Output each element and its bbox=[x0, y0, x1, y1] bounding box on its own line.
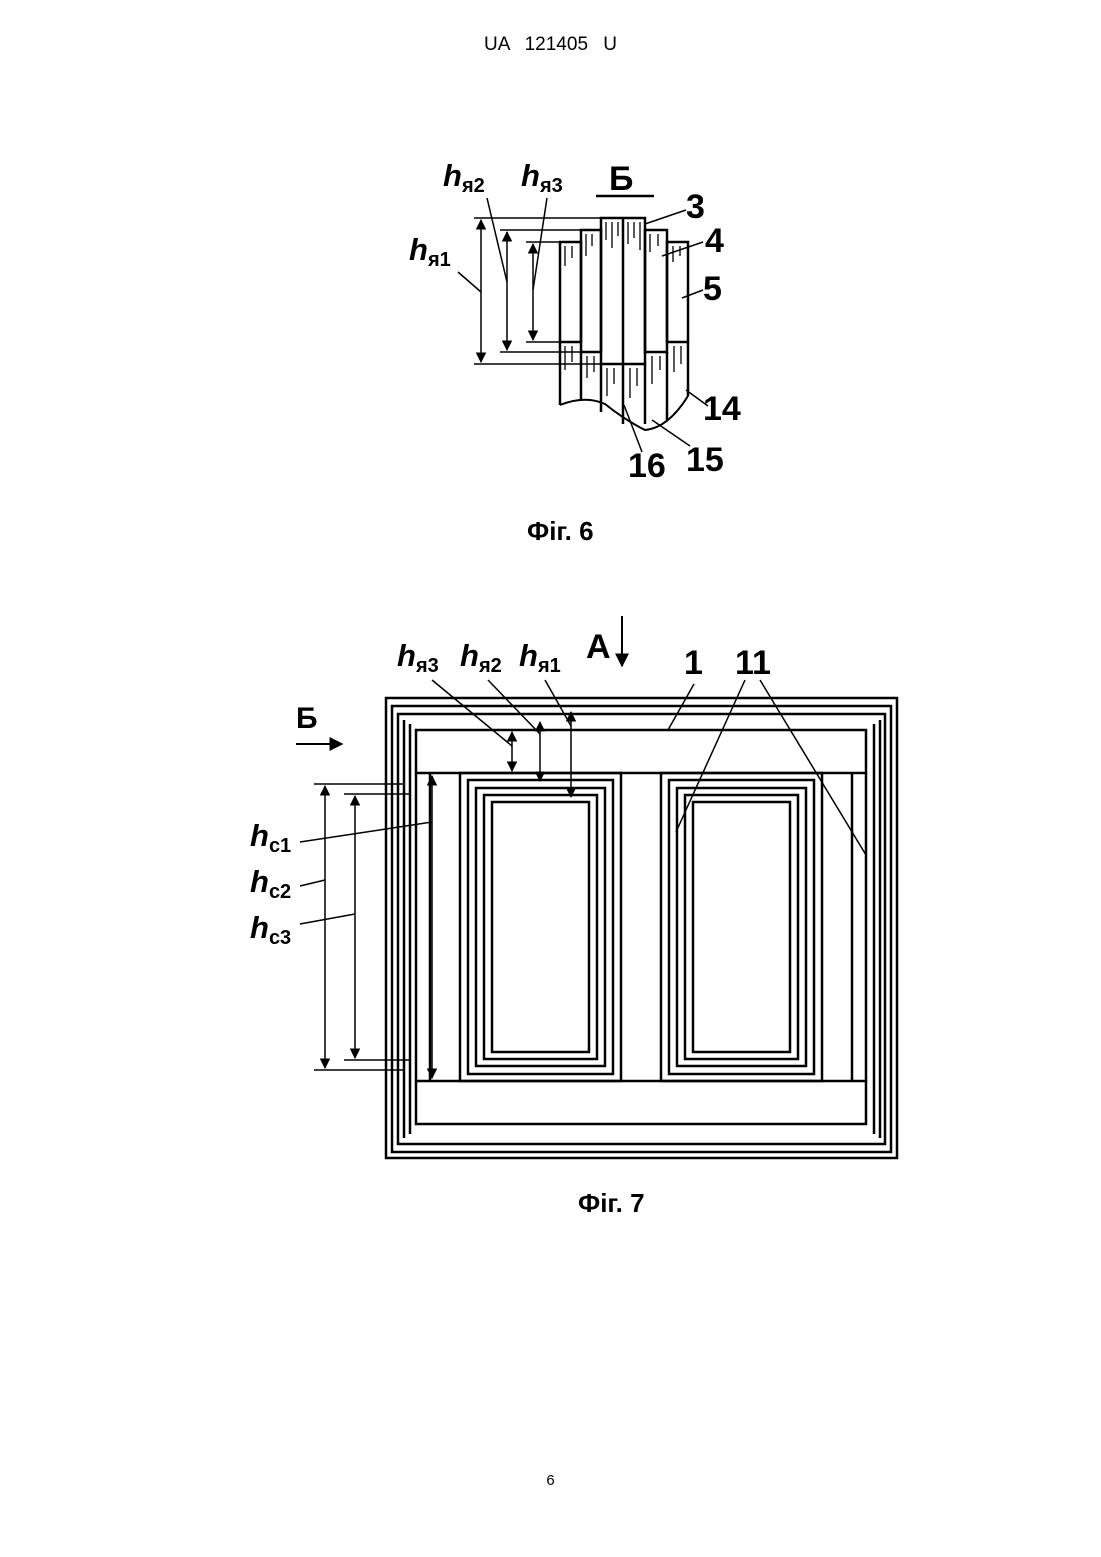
fig7-dim-hya1: hя1 bbox=[519, 638, 561, 678]
fig7-dim-hya2: hя2 bbox=[460, 638, 502, 678]
fig7-core-outline bbox=[386, 698, 897, 1158]
fig7-dimension-lines bbox=[296, 616, 866, 1078]
fig7-view-a-label: А bbox=[586, 628, 611, 667]
fig7-dim-hc2: hc2 bbox=[250, 864, 291, 904]
fig7-view-b-label: Б bbox=[296, 702, 318, 736]
fig7-dim-hc1: hc1 bbox=[250, 818, 291, 858]
fig7-caption: Фіг. 7 bbox=[578, 1188, 645, 1219]
fig7-dim-hya3: hя3 bbox=[397, 638, 439, 678]
fig7-ref-11: 11 bbox=[735, 644, 771, 683]
page-number: 6 bbox=[0, 1472, 1101, 1489]
fig7-ref-1: 1 bbox=[684, 644, 703, 683]
fig7-dim-hc3: hc3 bbox=[250, 910, 291, 950]
